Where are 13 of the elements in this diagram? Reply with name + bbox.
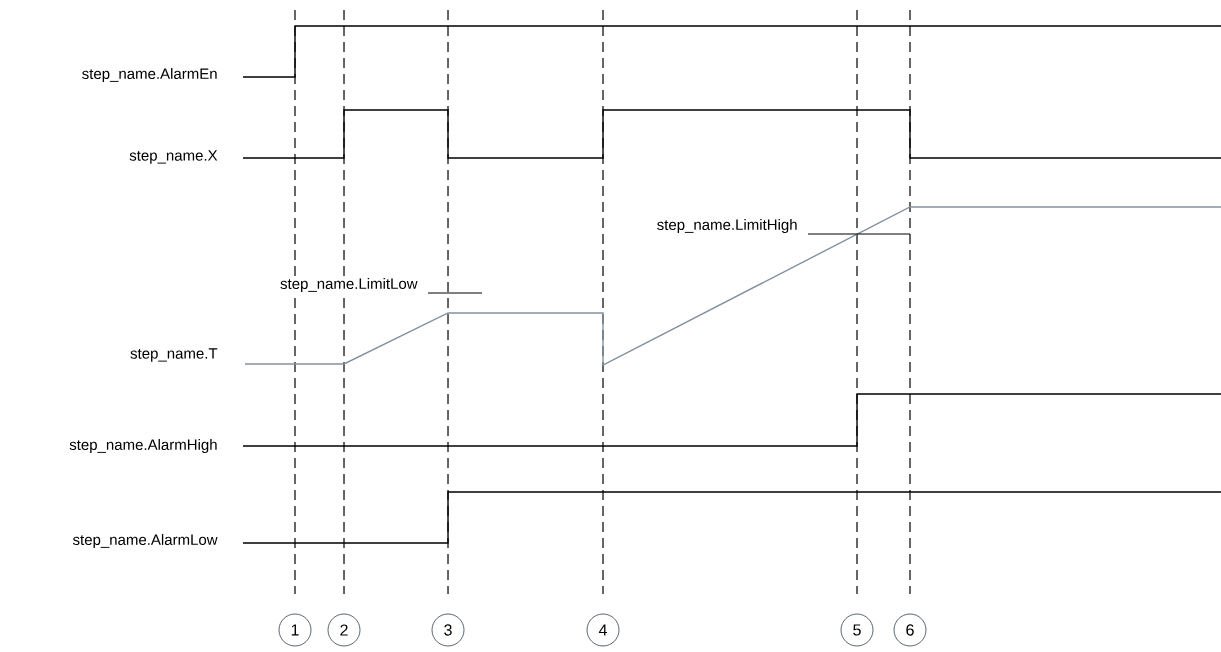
signal-label: step_name.X — [127, 148, 220, 166]
signal-label: step_name.T — [128, 346, 220, 364]
signal-label: step_name.AlarmHigh — [67, 437, 220, 455]
callout-number: 3 — [431, 613, 465, 647]
signal-label: step_name.LimitHigh — [654, 217, 800, 235]
signal-label: step_name.AlarmLow — [70, 532, 220, 550]
callout-number: 2 — [327, 613, 361, 647]
callout-number: 5 — [840, 613, 874, 647]
callout-number: 1 — [278, 613, 312, 647]
signal-label: step_name.AlarmEn — [79, 66, 220, 84]
callout-number: 4 — [586, 613, 620, 647]
signal-label: step_name.LimitLow — [278, 276, 420, 294]
callout-number: 6 — [893, 613, 927, 647]
